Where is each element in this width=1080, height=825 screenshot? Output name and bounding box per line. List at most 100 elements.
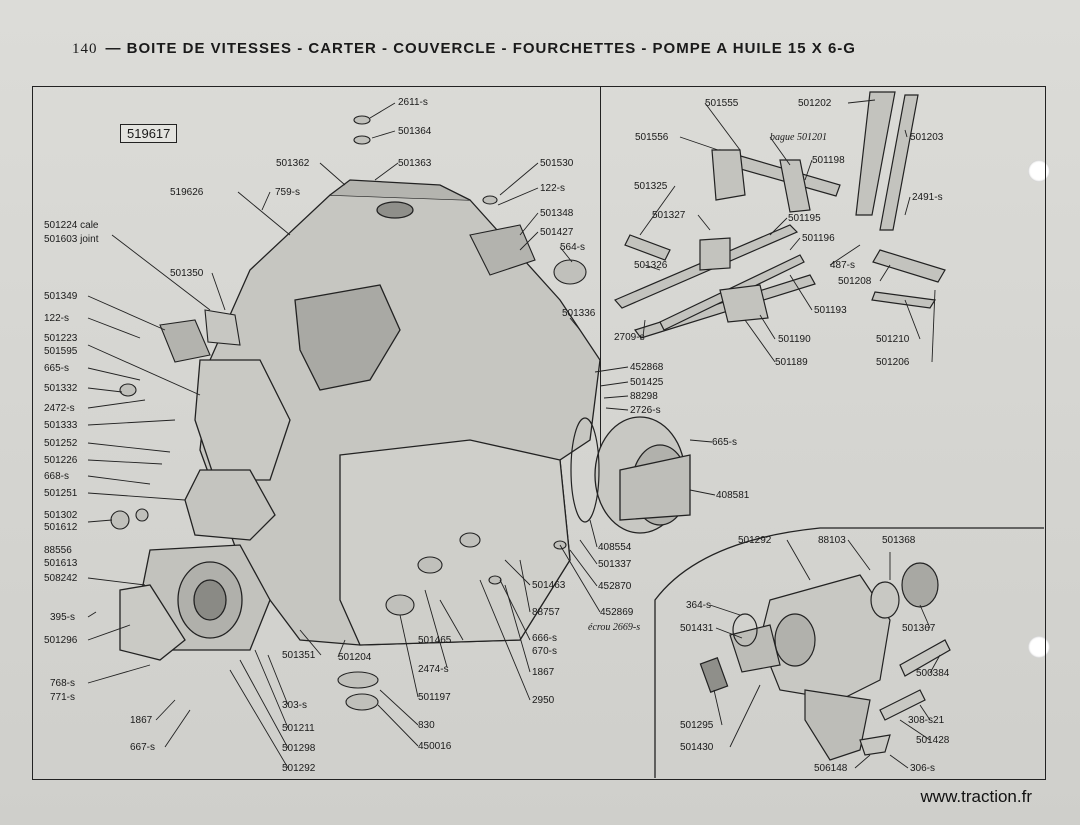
part-label-l50: 1867 bbox=[532, 667, 555, 678]
part-label-l16: 122-s bbox=[44, 313, 69, 324]
part-label-l93: 500384 bbox=[916, 668, 950, 679]
diagram-frame bbox=[32, 86, 1046, 780]
part-label-l9: 501348 bbox=[540, 208, 574, 219]
part-label-l1: 2611-s bbox=[398, 97, 428, 108]
part-label-l21: 2472-s bbox=[44, 403, 75, 414]
part-label-l36: 1867 bbox=[130, 715, 153, 726]
part-label-l94: 308-s21 bbox=[908, 715, 945, 726]
part-label-l64: 88298 bbox=[630, 391, 658, 402]
gearbox-housing bbox=[119, 179, 601, 661]
part-label-l44: 2474-s bbox=[418, 664, 449, 675]
part-label-l75: 501325 bbox=[634, 181, 668, 192]
page-number: 140 bbox=[72, 41, 98, 57]
part-label-l49: 2950 bbox=[532, 695, 555, 706]
part-label-l72: 501202 bbox=[798, 98, 832, 109]
part-label-l87: 501292 bbox=[738, 535, 772, 546]
part-label-l66: 501336 bbox=[562, 308, 596, 319]
part-label-l24: 501226 bbox=[44, 455, 78, 466]
page-title: — BOITE DE VITESSES - CARTER - COUVERCLE… bbox=[105, 40, 856, 57]
part-label-l32: 395-s bbox=[50, 612, 75, 623]
selector-shafts bbox=[614, 91, 946, 339]
part-label-l13: 501603 joint bbox=[44, 234, 99, 245]
part-label-l48: 501197 bbox=[418, 692, 451, 703]
part-label-l42: 501292 bbox=[282, 763, 316, 774]
part-label-l47: 450016 bbox=[418, 741, 452, 752]
part-label-l2: 501364 bbox=[398, 126, 432, 137]
part-label-l58: 501337 bbox=[598, 559, 632, 570]
part-label-l8: 122-s bbox=[540, 183, 565, 194]
part-label-l83: 501190 bbox=[778, 334, 811, 345]
part-label-l27: 501302 bbox=[44, 510, 78, 521]
part-label-l80: 487-s bbox=[830, 260, 855, 271]
part-label-l74: 2491-s bbox=[912, 192, 943, 203]
part-label-l61: 665-s bbox=[712, 437, 737, 448]
part-label-l57: 452870 bbox=[598, 581, 632, 592]
part-label-l89: 501368 bbox=[882, 535, 916, 546]
part-label-l97: 501430 bbox=[680, 742, 714, 753]
part-label-l45: 501465 bbox=[418, 635, 452, 646]
part-label-l26: 501251 bbox=[44, 488, 78, 499]
part-label-l40: 501211 bbox=[282, 723, 315, 734]
part-label-l52: 670-s bbox=[532, 646, 557, 657]
part-label-l55: 452869 bbox=[600, 607, 634, 618]
part-label-l69: 501556 bbox=[635, 132, 669, 143]
small-parts bbox=[110, 115, 587, 711]
part-label-l88: 88103 bbox=[818, 535, 846, 546]
part-label-l56: écrou 2669-s bbox=[588, 622, 640, 633]
part-label-l91: 501431 bbox=[680, 623, 714, 634]
part-label-l4: 501363 bbox=[398, 158, 432, 169]
part-label-l14: 501350 bbox=[170, 268, 204, 279]
panel-divider bbox=[600, 86, 601, 451]
part-label-l6: 519626 bbox=[170, 187, 204, 198]
part-label-l37: 667-s bbox=[130, 742, 155, 753]
part-label-l17: 501223 bbox=[44, 333, 78, 344]
part-label-l12: 501224 cale bbox=[44, 220, 99, 231]
part-label-l95: 501428 bbox=[916, 735, 950, 746]
part-label-l25: 668-s bbox=[44, 471, 69, 482]
part-label-l79: 501326 bbox=[634, 260, 668, 271]
part-label-l68: 501555 bbox=[705, 98, 739, 109]
part-label-l20: 501332 bbox=[44, 383, 78, 394]
part-label-l73: 501203 bbox=[910, 132, 944, 143]
part-label-l54: 501463 bbox=[532, 580, 566, 591]
leader-lines bbox=[87, 99, 941, 769]
part-label-l7: 759-s bbox=[275, 187, 300, 198]
part-label-l70: bague 501201 bbox=[770, 132, 827, 143]
part-label-l41: 501298 bbox=[282, 743, 316, 754]
part-label-l53: 88757 bbox=[532, 607, 560, 618]
part-label-l77: 501195 bbox=[788, 213, 821, 224]
part-label-l28: 501612 bbox=[44, 522, 78, 533]
part-label-l34: 768-s bbox=[50, 678, 75, 689]
part-label-l31: 508242 bbox=[44, 573, 78, 584]
reference-box: 519617 bbox=[120, 124, 178, 143]
part-label-l59: 408554 bbox=[598, 542, 632, 553]
part-label-l11: 564-s bbox=[560, 242, 585, 253]
part-label-l86: 501206 bbox=[876, 357, 910, 368]
part-label-l92: 501367 bbox=[902, 623, 936, 634]
output-flange bbox=[594, 416, 691, 534]
part-label-l67: 2709-s bbox=[614, 332, 645, 343]
page-header: 140 — BOITE DE VITESSES - CARTER - COUVER… bbox=[72, 40, 856, 58]
part-label-l35: 771-s bbox=[50, 692, 75, 703]
part-label-l90: 364-s bbox=[686, 600, 711, 611]
part-label-l84: 501189 bbox=[775, 357, 808, 368]
part-label-l60: 408581 bbox=[716, 490, 750, 501]
oil-pump-panel-border bbox=[654, 527, 1044, 778]
part-label-l65: 2726-s bbox=[630, 405, 661, 416]
punch-hole-bottom bbox=[1028, 636, 1050, 658]
part-label-l29: 88556 bbox=[44, 545, 72, 556]
part-label-l5: 501530 bbox=[540, 158, 574, 169]
part-label-l46: 830 bbox=[418, 720, 435, 731]
part-label-l18: 501595 bbox=[44, 346, 78, 357]
part-label-l63: 501425 bbox=[630, 377, 664, 388]
part-label-l85: 501210 bbox=[876, 334, 910, 345]
part-label-l19: 665-s bbox=[44, 363, 69, 374]
part-label-l99: 306-s bbox=[910, 763, 935, 774]
part-label-l76: 501327 bbox=[652, 210, 686, 221]
gasket bbox=[570, 417, 600, 523]
part-label-l22: 501333 bbox=[44, 420, 78, 431]
part-label-l33: 501296 bbox=[44, 635, 78, 646]
part-label-l30: 501613 bbox=[44, 558, 78, 569]
punch-hole-top bbox=[1028, 160, 1050, 182]
